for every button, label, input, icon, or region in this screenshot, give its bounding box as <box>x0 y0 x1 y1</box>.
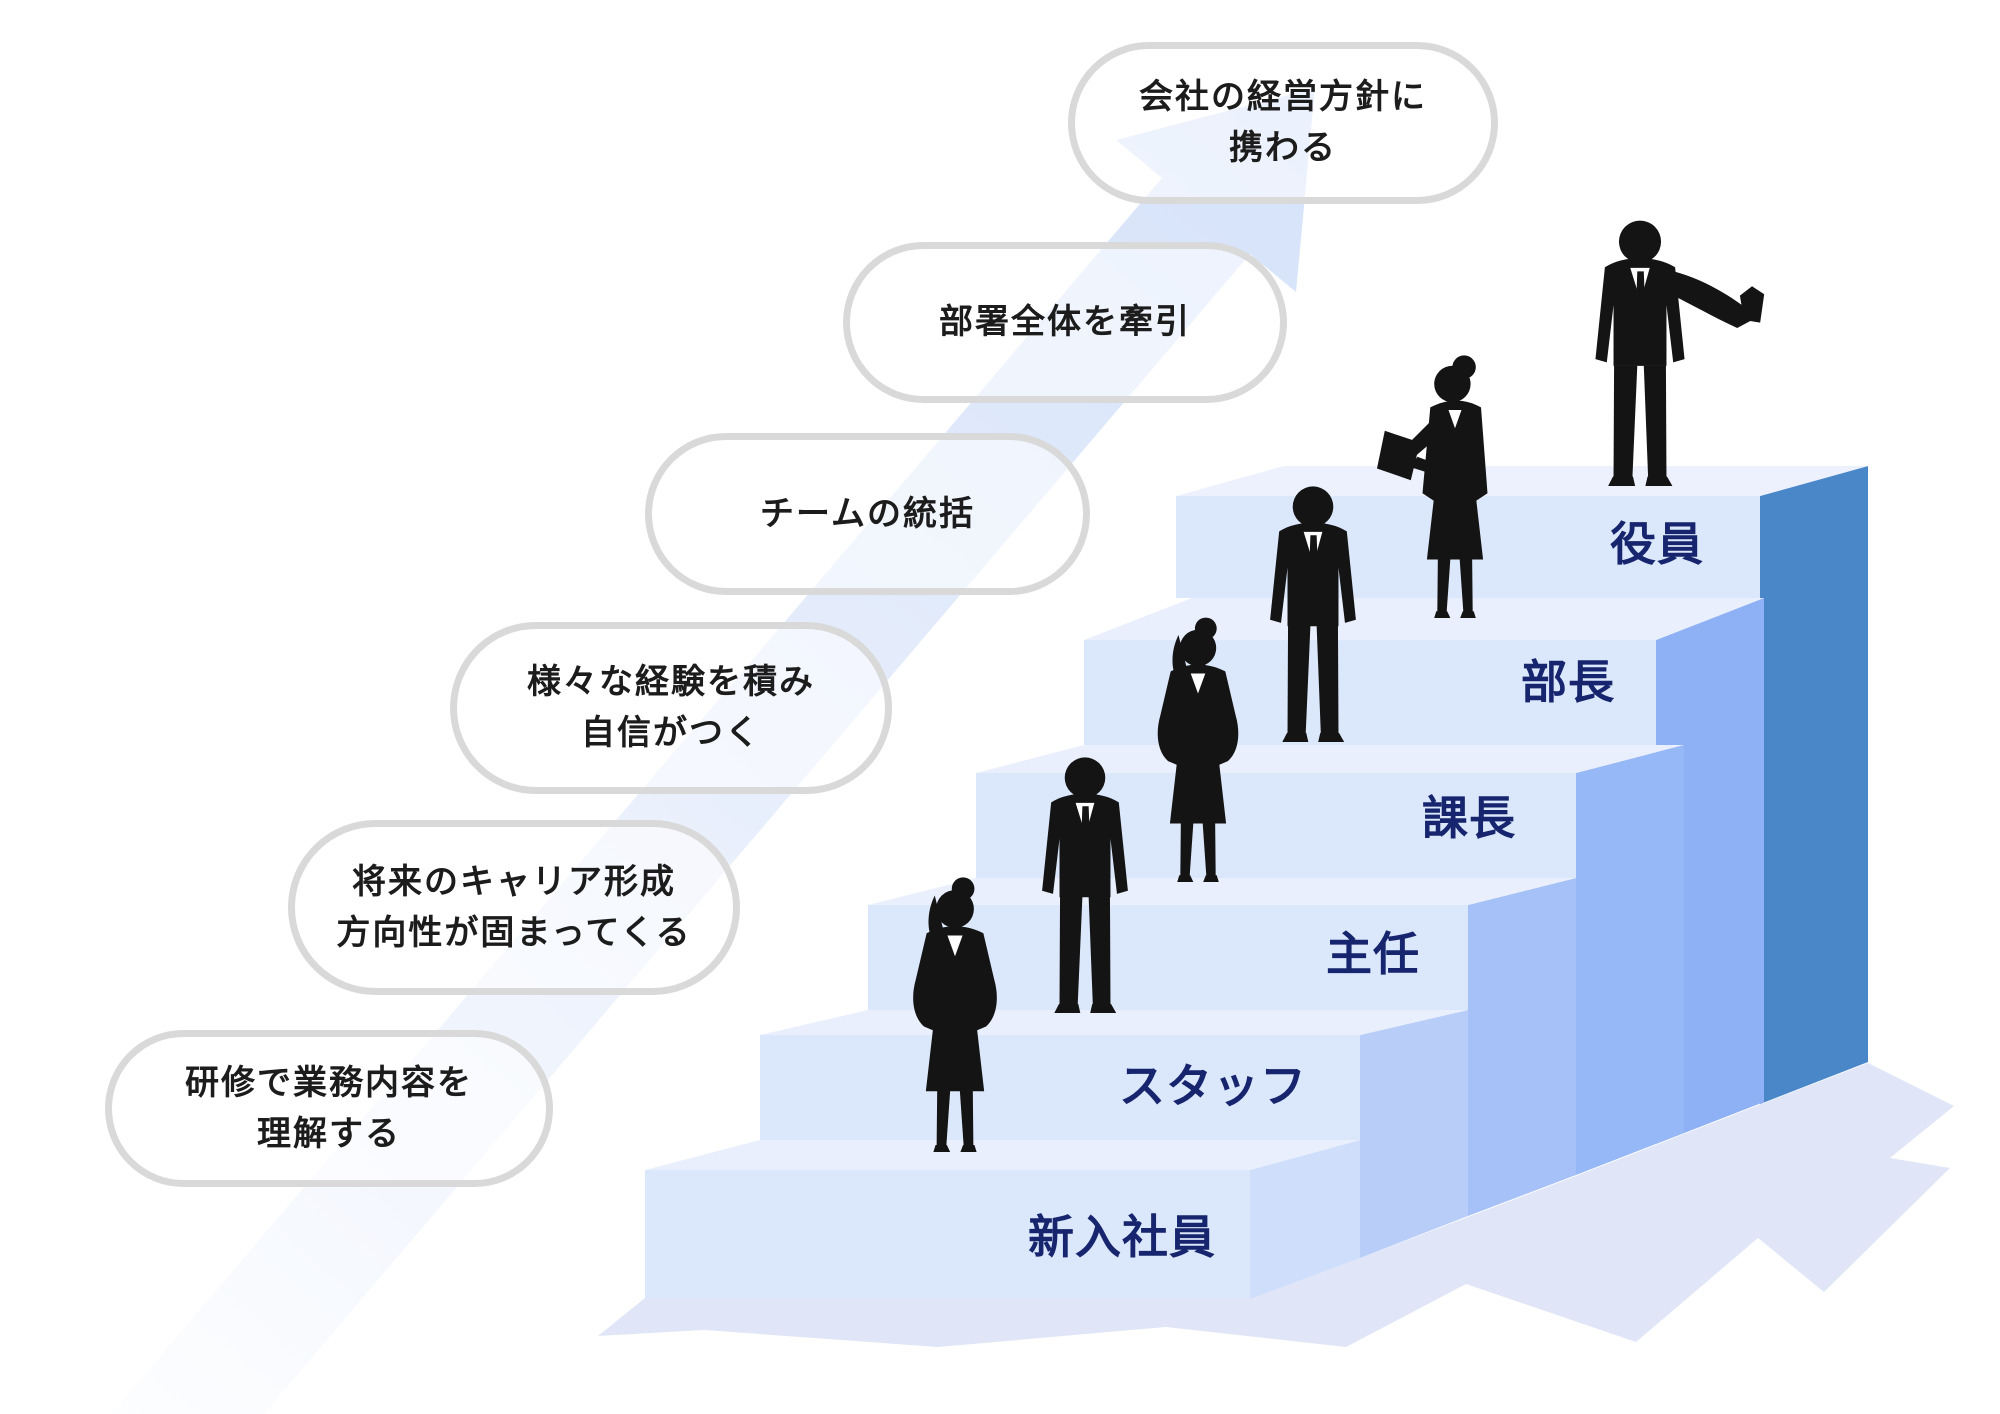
bubble-text: 部署全体を牽引 <box>939 302 1191 342</box>
step-label-shinnyushain: 新入社員 <box>1028 1210 1216 1264</box>
bubble-text: チームの統括 <box>760 493 975 534</box>
step-label-kacho: 課長 <box>1422 791 1516 845</box>
person-businessman-presenting-icon <box>1595 221 1764 486</box>
bubble-text: 自信がつく <box>581 713 761 753</box>
step-label-staff: スタッフ <box>1119 1059 1307 1113</box>
bubble-manager: チームの統括 <box>645 433 1090 595</box>
bubble-text: 会社の経営方針に <box>1139 77 1427 117</box>
bubble-text: 方向性が固まってくる <box>336 912 692 953</box>
step-shinnyushain <box>645 1140 1360 1299</box>
step-label-bucho: 部長 <box>1521 655 1615 709</box>
bubble-text: 携わる <box>1229 128 1337 168</box>
bubble-text: 様々な経験を積み <box>527 662 815 702</box>
top-platform <box>1176 466 1868 496</box>
bubble-director: 部署全体を牽引 <box>843 242 1287 403</box>
step-label-yakuin: 役員 <box>1610 517 1704 571</box>
bubble-chief: 様々な経験を積み 自信がつく <box>450 622 892 794</box>
bubble-newhire: 研修で業務内容を 理解する <box>105 1030 553 1187</box>
bubble-text: 研修で業務内容を <box>185 1062 473 1103</box>
step-label-shunin: 主任 <box>1326 927 1420 981</box>
bubble-text: 将来のキャリア形成 <box>352 861 676 902</box>
ground-shadow <box>598 1063 1954 1347</box>
bubble-text: 理解する <box>257 1113 401 1154</box>
bubble-staff: 将来のキャリア形成 方向性が固まってくる <box>288 820 740 995</box>
side-panel-dark <box>1760 466 1868 1104</box>
bubble-executive: 会社の経営方針に 携わる <box>1068 42 1498 204</box>
